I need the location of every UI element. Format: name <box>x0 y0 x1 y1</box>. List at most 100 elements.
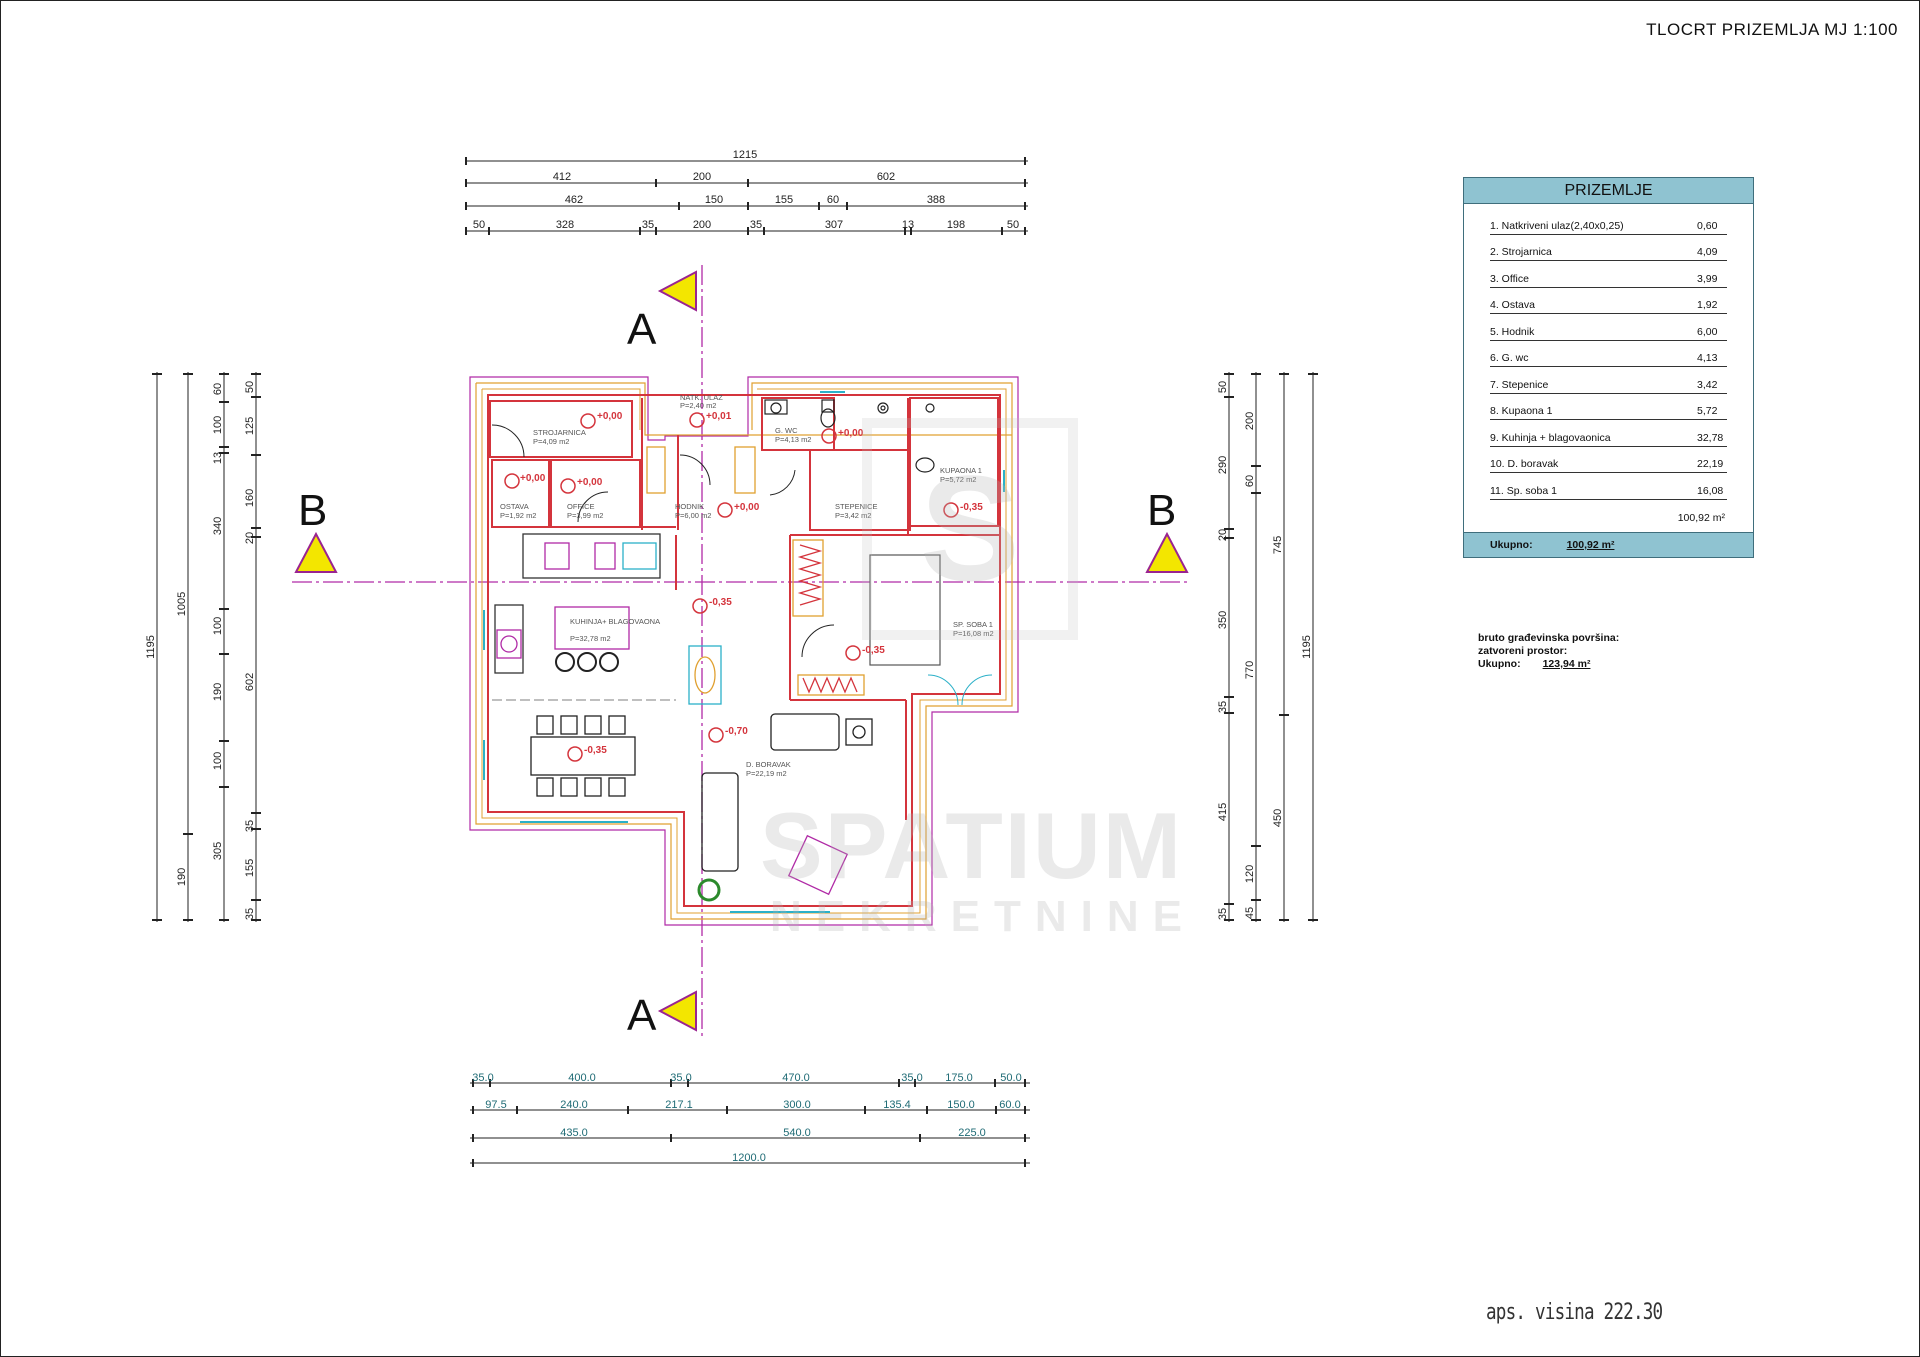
section-marker-a-top: A <box>627 270 697 354</box>
bottom-dim-2: 300.0 <box>783 1099 811 1111</box>
room-labels: STROJARNICA P=4,09 m2 NATK. ULAZ P=2,40 … <box>500 393 994 778</box>
room-area: P=32,78 m2 <box>570 634 611 643</box>
left-dim: 50 <box>244 381 256 393</box>
top-dim-2: 200 <box>693 171 711 183</box>
right-dimensions: 50 290 20 350 35 415 35 200 60 770 120 4… <box>1217 372 1318 922</box>
legend-room: 9. Kuhinja + blagovaonica <box>1490 431 1611 444</box>
legend-footer-value: 100,92 m² <box>1566 538 1615 551</box>
top-dim-2: 602 <box>877 171 895 183</box>
room-area: P=5,72 m2 <box>940 475 976 484</box>
room-name: D. BORAVAK <box>746 760 791 769</box>
left-dim: 190 <box>212 683 224 701</box>
legend-room: 1. Natkriveni ulaz(2,40x0,25) <box>1490 219 1624 232</box>
legend-room: 10. D. boravak <box>1490 458 1559 470</box>
legend-area: 0,60 <box>1697 219 1718 232</box>
section-marker-b-left: B <box>294 486 338 573</box>
level-label: +0,01 <box>706 411 732 422</box>
gross-area-total: Ukupno:123,94 m² <box>1478 658 1619 671</box>
gross-area-line1: bruto građevinska površina: <box>1478 632 1620 644</box>
top-dimensions: 1215 412 200 602 462 150 155 60 388 50 3… <box>465 149 1028 235</box>
left-dim: 155 <box>244 859 256 877</box>
top-dim-4: 198 <box>947 219 965 231</box>
room-area: P=6,00 m2 <box>675 511 711 520</box>
right-dim: 290 <box>1217 456 1229 474</box>
room-area: P=4,09 m2 <box>533 437 569 446</box>
legend-area: 3,42 <box>1697 378 1718 391</box>
level-label: +0,00 <box>520 473 546 484</box>
room-name: SP. SOBA 1 <box>953 620 993 629</box>
living-furniture <box>688 645 873 902</box>
bottom-dim-4: 1200.0 <box>732 1152 766 1164</box>
kitchen-furniture <box>492 533 676 797</box>
legend-rows: 1. Natkriveni ulaz(2,40x0,25) 0,60 2. Str… <box>1464 204 1753 504</box>
right-dim: 745 <box>1272 536 1284 554</box>
top-dim-1: 1215 <box>733 149 757 161</box>
bottom-dim-2: 150.0 <box>947 1099 975 1111</box>
right-dim: 35 <box>1217 701 1229 713</box>
legend-area: 4,13 <box>1697 352 1718 364</box>
legend-room: 11. Sp. soba 1 <box>1490 484 1557 497</box>
legend-area: 3,99 <box>1697 272 1718 285</box>
room-area: P=3,42 m2 <box>835 511 871 520</box>
legend-area: 6,00 <box>1697 325 1718 338</box>
left-dim: 1195 <box>145 635 157 659</box>
room-area: P=22,19 m2 <box>746 769 787 778</box>
right-dim: 350 <box>1217 611 1229 629</box>
left-dim: 602 <box>244 673 256 691</box>
room-name: OSTAVA <box>500 502 529 511</box>
sanitary <box>764 399 941 666</box>
bottom-dim-3: 435.0 <box>560 1127 588 1139</box>
room-name: STROJARNICA <box>533 428 586 437</box>
left-dim: 190 <box>176 868 188 886</box>
level-label: +0,00 <box>838 428 864 439</box>
legend-footer: Ukupno: 100,92 m² <box>1464 531 1753 557</box>
legend-area: 1,92 <box>1697 299 1718 311</box>
room-name: STEPENICE <box>835 502 878 511</box>
section-label-a: A <box>627 305 657 354</box>
legend-area: 5,72 <box>1697 405 1718 417</box>
top-dim-2: 412 <box>553 171 571 183</box>
area-legend-table: PRIZEMLJE 1. Natkriveni ulaz(2,40x0,25)0… <box>1463 177 1754 558</box>
level-label: +0,00 <box>597 411 623 422</box>
left-dim: 305 <box>212 842 224 860</box>
left-dim: 340 <box>212 517 224 535</box>
windows <box>483 391 1005 913</box>
section-label-b: B <box>1147 486 1176 535</box>
bottom-dim-2: 135.4 <box>883 1099 911 1111</box>
room-area: P=4,13 m2 <box>775 435 811 444</box>
room-area: P=2,40 m2 <box>680 401 716 410</box>
top-dim-4: 50 <box>473 219 485 231</box>
legend-area: 4,09 <box>1697 246 1718 258</box>
bottom-dim-1: 50.0 <box>1000 1072 1021 1084</box>
right-dim: 200 <box>1244 412 1256 430</box>
outer-walls <box>469 376 1019 926</box>
gross-area-label: Ukupno: <box>1478 658 1521 670</box>
legend-room: 3. Office <box>1490 272 1529 285</box>
top-dim-4: 13 <box>902 219 914 231</box>
gross-area-note: bruto građevinska površina: zatvoreni pr… <box>1478 632 1619 671</box>
room-name: G. WC <box>775 426 798 435</box>
level-label: +0,00 <box>577 477 603 488</box>
legend-row: 3. Office 3,99 <box>1490 261 1727 288</box>
legend-room: 2. Strojarnica <box>1490 246 1552 258</box>
right-dim: 770 <box>1244 661 1256 679</box>
room-area: P=1,92 m2 <box>500 511 536 520</box>
legend-footer-label: Ukupno: <box>1490 538 1533 551</box>
legend-total: 100,92 m² <box>1677 511 1725 524</box>
bottom-dim-2: 217.1 <box>665 1099 693 1111</box>
section-marker-b-right: B <box>1145 486 1189 573</box>
section-label-a: A <box>627 991 657 1040</box>
level-label: -0,35 <box>862 645 885 656</box>
watermark-text: SPATIUM <box>760 793 1184 898</box>
left-dim: 100 <box>212 752 224 770</box>
bottom-dim-2: 60.0 <box>999 1099 1020 1111</box>
doors <box>491 424 993 706</box>
legend-area: 32,78 <box>1697 431 1724 444</box>
top-dim-4: 35 <box>750 219 762 231</box>
right-dim: 415 <box>1217 803 1229 821</box>
room-name: KUHINJA+ BLAGOVAONA <box>570 617 660 626</box>
right-dim: 1195 <box>1301 635 1313 659</box>
top-dim-3: 150 <box>705 194 723 206</box>
